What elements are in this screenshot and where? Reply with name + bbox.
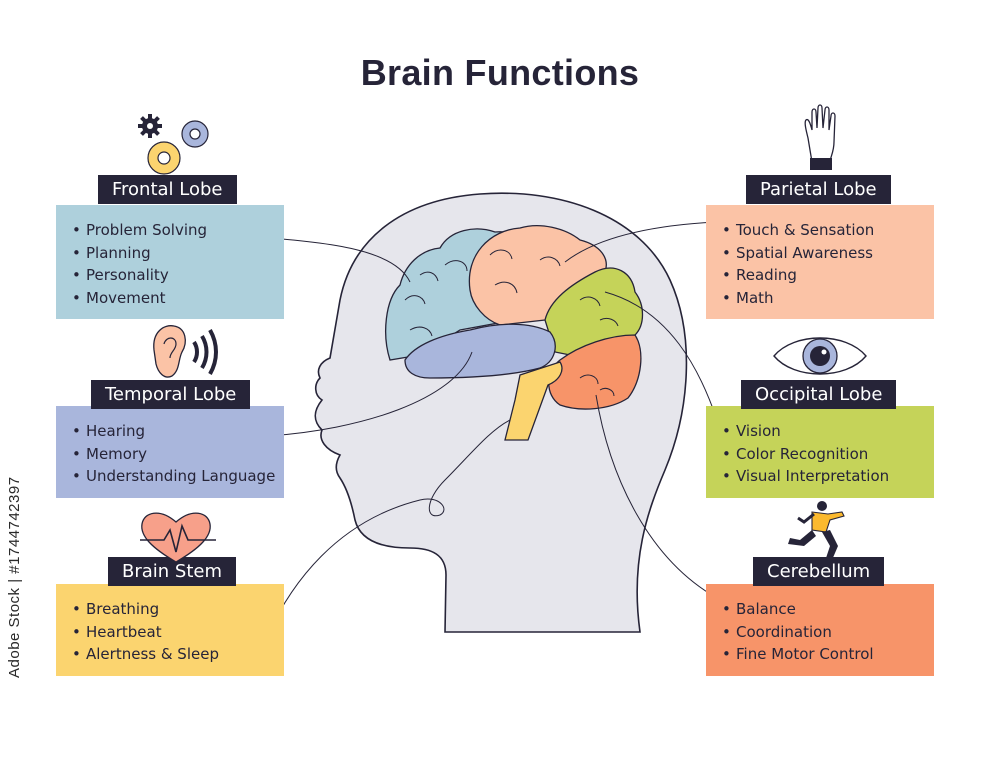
occipital-lobe-label: Occipital Lobe xyxy=(741,380,897,409)
brain-stem-panel: Breathing Heartbeat Alertness & Sleep xyxy=(56,584,284,676)
frontal-lobe-panel: Problem Solving Planning Personality Mov… xyxy=(56,205,284,319)
parietal-lobe-list: Touch & Sensation Spatial Awareness Read… xyxy=(722,219,934,309)
temporal-lobe-list: Hearing Memory Understanding Language xyxy=(72,420,284,488)
ear-icon xyxy=(153,325,218,378)
cerebellum-list: Balance Coordination Fine Motor Control xyxy=(722,598,934,666)
cerebellum-shape xyxy=(548,334,642,410)
list-item: Movement xyxy=(72,287,284,310)
frontal-lobe-label: Frontal Lobe xyxy=(98,175,237,204)
brain-stem-shape xyxy=(504,361,563,441)
list-item: Breathing xyxy=(72,598,284,621)
running-person-icon xyxy=(788,501,845,560)
list-item: Coordination xyxy=(722,621,934,644)
list-item: Hearing xyxy=(72,420,284,443)
cerebellum-label: Cerebellum xyxy=(753,557,885,586)
temporal-lobe-panel: Hearing Memory Understanding Language xyxy=(56,406,284,498)
list-item: Vision xyxy=(722,420,934,443)
temporal-lobe-label: Temporal Lobe xyxy=(91,380,251,409)
list-item: Visual Interpretation xyxy=(722,465,934,488)
page-title: Brain Functions xyxy=(360,52,640,93)
brain-stem-label: Brain Stem xyxy=(108,557,237,586)
list-item: Problem Solving xyxy=(72,219,284,242)
brain-folds xyxy=(404,249,619,397)
list-item: Personality xyxy=(72,264,284,287)
cerebellum-panel: Balance Coordination Fine Motor Control xyxy=(706,584,934,676)
list-item: Alertness & Sleep xyxy=(72,643,284,666)
list-item: Understanding Language xyxy=(72,465,284,488)
parietal-lobe-label: Parietal Lobe xyxy=(746,175,891,204)
brain-stem-list: Breathing Heartbeat Alertness & Sleep xyxy=(72,598,284,666)
list-item: Math xyxy=(722,287,934,310)
eye-icon xyxy=(773,337,867,375)
list-item: Touch & Sensation xyxy=(722,219,934,242)
occipital-lobe-list: Vision Color Recognition Visual Interpre… xyxy=(722,420,934,488)
frontal-lobe-list: Problem Solving Planning Personality Mov… xyxy=(72,219,284,309)
occipital-lobe-panel: Vision Color Recognition Visual Interpre… xyxy=(706,406,934,498)
list-item: Fine Motor Control xyxy=(722,643,934,666)
temporal-lobe-shape xyxy=(404,323,556,379)
parietal-lobe-panel: Touch & Sensation Spatial Awareness Read… xyxy=(706,205,934,319)
gears-icon xyxy=(138,114,209,175)
list-item: Heartbeat xyxy=(72,621,284,644)
list-item: Spatial Awareness xyxy=(722,242,934,265)
list-item: Reading xyxy=(722,264,934,287)
stock-watermark: Adobe Stock | #1744742397 xyxy=(6,476,23,678)
heartbeat-icon xyxy=(140,512,216,563)
hand-icon xyxy=(804,104,836,170)
list-item: Color Recognition xyxy=(722,443,934,466)
list-item: Memory xyxy=(72,443,284,466)
list-item: Planning xyxy=(72,242,284,265)
list-item: Balance xyxy=(722,598,934,621)
